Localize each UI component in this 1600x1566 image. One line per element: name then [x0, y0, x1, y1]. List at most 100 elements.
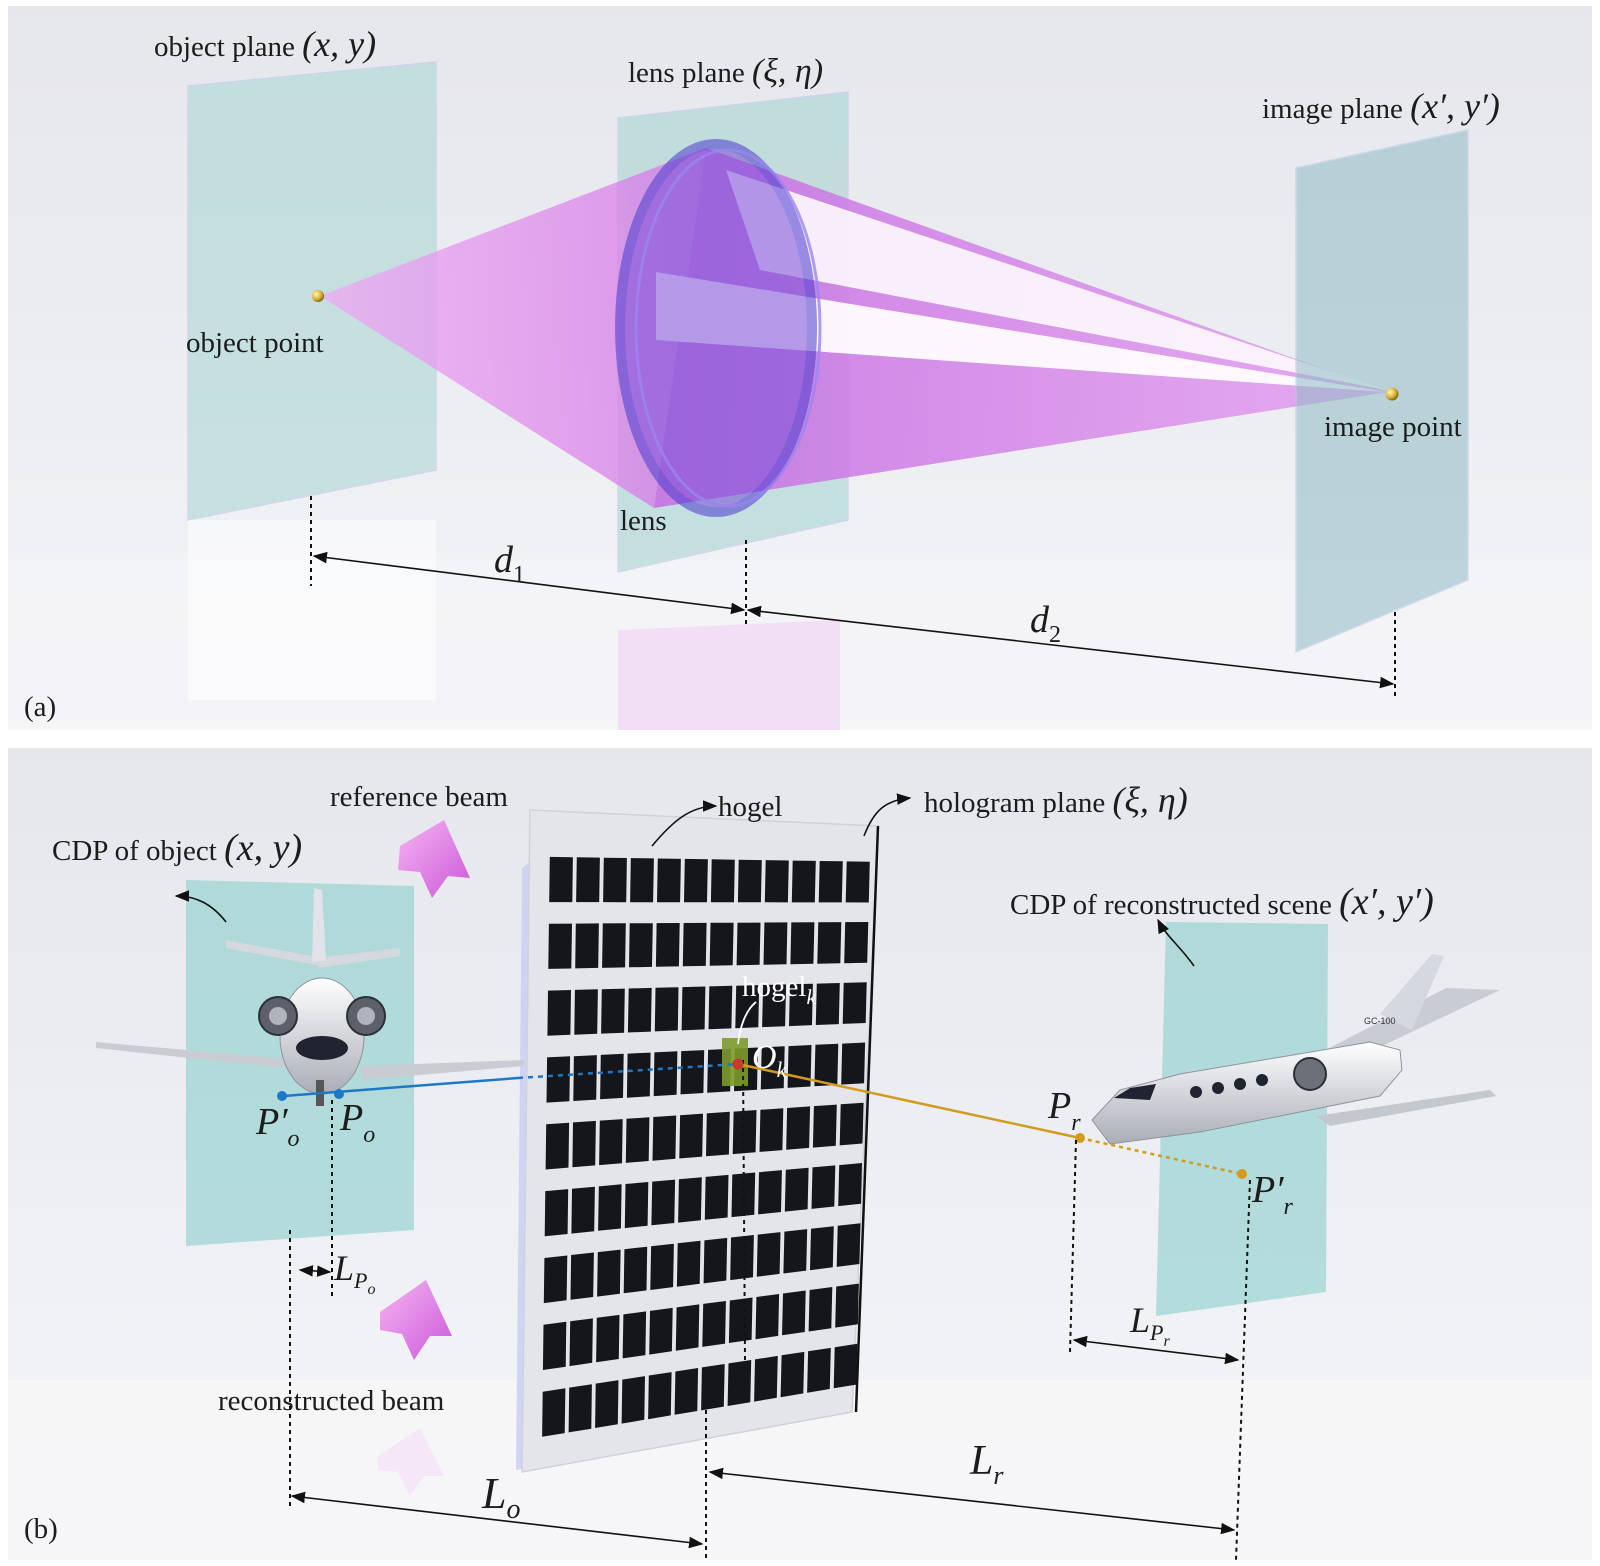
pr-label: Pr — [1047, 1085, 1081, 1136]
hogel-tile — [808, 1287, 833, 1332]
hogel-tile — [542, 1321, 567, 1370]
hogel-tile — [678, 1177, 702, 1223]
hogel-tile — [626, 1052, 651, 1098]
reconstructed-beam-arrow-icon — [380, 1280, 452, 1360]
panel-b: GC-100 — [8, 748, 1592, 1561]
d2-dimension — [746, 605, 1395, 689]
po-prime-point — [277, 1091, 287, 1101]
hogel-tile — [623, 1246, 648, 1294]
hologram-plane-leader — [863, 793, 912, 837]
hogel-tile — [650, 1243, 674, 1290]
hogel-tile — [790, 922, 815, 965]
lens-plane-label: lens plane (ξ, η) — [628, 53, 823, 90]
hogel-tile — [732, 1110, 757, 1155]
reconstructed-beam-label: reconstructed beam — [218, 1385, 445, 1417]
image-plane — [1295, 129, 1469, 654]
hogel-tile — [599, 1119, 623, 1166]
d1-label: d1 — [494, 539, 525, 588]
pr-point — [1075, 1133, 1085, 1143]
hogel-tile — [835, 1283, 859, 1328]
lpr-label: LPr — [1129, 1300, 1170, 1350]
airplane-reconstruction: GC-100 — [1091, 954, 1500, 1145]
hogel-tile — [786, 1106, 811, 1150]
hogel-tile — [655, 923, 680, 967]
hogel-tile — [710, 859, 735, 903]
hogel-tile — [789, 983, 813, 1027]
hogel-tile — [730, 1235, 754, 1281]
hogel-tile — [545, 1122, 570, 1170]
po-label: Po — [339, 1097, 375, 1148]
hogel-tile — [575, 923, 599, 969]
cdp-object-leader — [174, 890, 227, 923]
panel-a: object plane (x, y) lens plane (ξ, η) im… — [8, 6, 1592, 730]
hogel-tile — [543, 1255, 568, 1304]
hogel-tile — [762, 984, 787, 1028]
panel-a-tag: (a) — [24, 691, 56, 723]
hologram-plane-edge-line — [854, 825, 880, 1413]
hogel-tile — [569, 1318, 593, 1367]
cdp-object-label: CDP of object (x, y) — [52, 827, 302, 869]
hogel-tile — [756, 1232, 781, 1277]
image-plane-label: image plane (x′, y′) — [1262, 86, 1500, 126]
hologram-plane-label: hologram plane (ξ, η) — [924, 780, 1188, 820]
hogel-tile — [576, 857, 600, 903]
hogel-tile — [629, 923, 653, 968]
hogel-tile — [648, 1372, 672, 1420]
hogel-tile — [598, 1184, 622, 1231]
hogel-tile — [625, 1117, 650, 1163]
d2-label: d2 — [1030, 599, 1061, 648]
lens-rim — [634, 148, 822, 508]
object-point-label: object point — [186, 327, 324, 359]
airplane-object — [96, 888, 524, 1106]
hogel-tile — [701, 1364, 725, 1411]
reference-beam-label: reference beam — [330, 781, 508, 813]
hogel-tile — [681, 986, 706, 1031]
hogel-tile — [709, 922, 734, 966]
ok-label: Ok — [752, 1039, 788, 1082]
hogel-tile — [603, 857, 627, 903]
po-point — [334, 1089, 344, 1099]
reconstructed-beam-arrow-reflection-icon — [378, 1428, 444, 1496]
hogel-k-label: hogelk — [742, 971, 816, 1009]
reference-beam-arrow-icon — [398, 820, 470, 898]
object-plane-label: object plane (x, y) — [154, 24, 376, 64]
hogel-tile — [542, 1388, 566, 1437]
lo-dimension — [290, 1491, 704, 1549]
hogel-tile — [654, 987, 679, 1032]
object-ray-solid — [283, 1076, 519, 1098]
hogel-tile — [784, 1167, 809, 1212]
hogel-tile — [764, 860, 789, 903]
lens-label: lens — [620, 505, 667, 537]
hogel-tile — [627, 987, 652, 1033]
hogel-tile — [812, 1104, 837, 1148]
hogel-tile — [841, 1042, 866, 1085]
hogel-tile — [546, 1056, 571, 1103]
hogel-tile — [675, 1304, 700, 1351]
hogel-tile — [570, 1252, 594, 1300]
hogel-tile — [573, 1055, 597, 1101]
hogel-tile — [596, 1314, 620, 1363]
hogel-tile — [674, 1368, 699, 1415]
object-plane — [187, 61, 437, 521]
hogel-tile — [833, 1343, 858, 1389]
hogel-tile — [731, 1172, 756, 1218]
hogel-tile — [728, 1297, 753, 1343]
reconstruct-ray-dashed — [1079, 1136, 1243, 1176]
hogel-tile — [657, 858, 681, 903]
hogel-tile — [679, 1113, 703, 1159]
cdp-scene-label: CDP of reconstructed scene (x′, y′) — [1010, 881, 1434, 923]
po-prime-label: P′o — [255, 1101, 300, 1152]
beam-highlight-middle — [656, 272, 1386, 392]
hogel-tile — [787, 1045, 812, 1088]
hogel-tile — [708, 985, 733, 1030]
hogel-tile — [595, 1380, 619, 1428]
ok-point — [732, 1058, 744, 1070]
hogel-tile — [548, 923, 572, 969]
hogel-tile — [782, 1290, 806, 1336]
hogel-tile — [704, 1174, 729, 1220]
reconstruct-ray-solid — [737, 1062, 1081, 1140]
hogel-tile — [702, 1301, 726, 1347]
lpr-dimension — [1072, 1335, 1240, 1365]
hogel-tile — [676, 1240, 701, 1287]
hogel-tile — [568, 1384, 592, 1433]
